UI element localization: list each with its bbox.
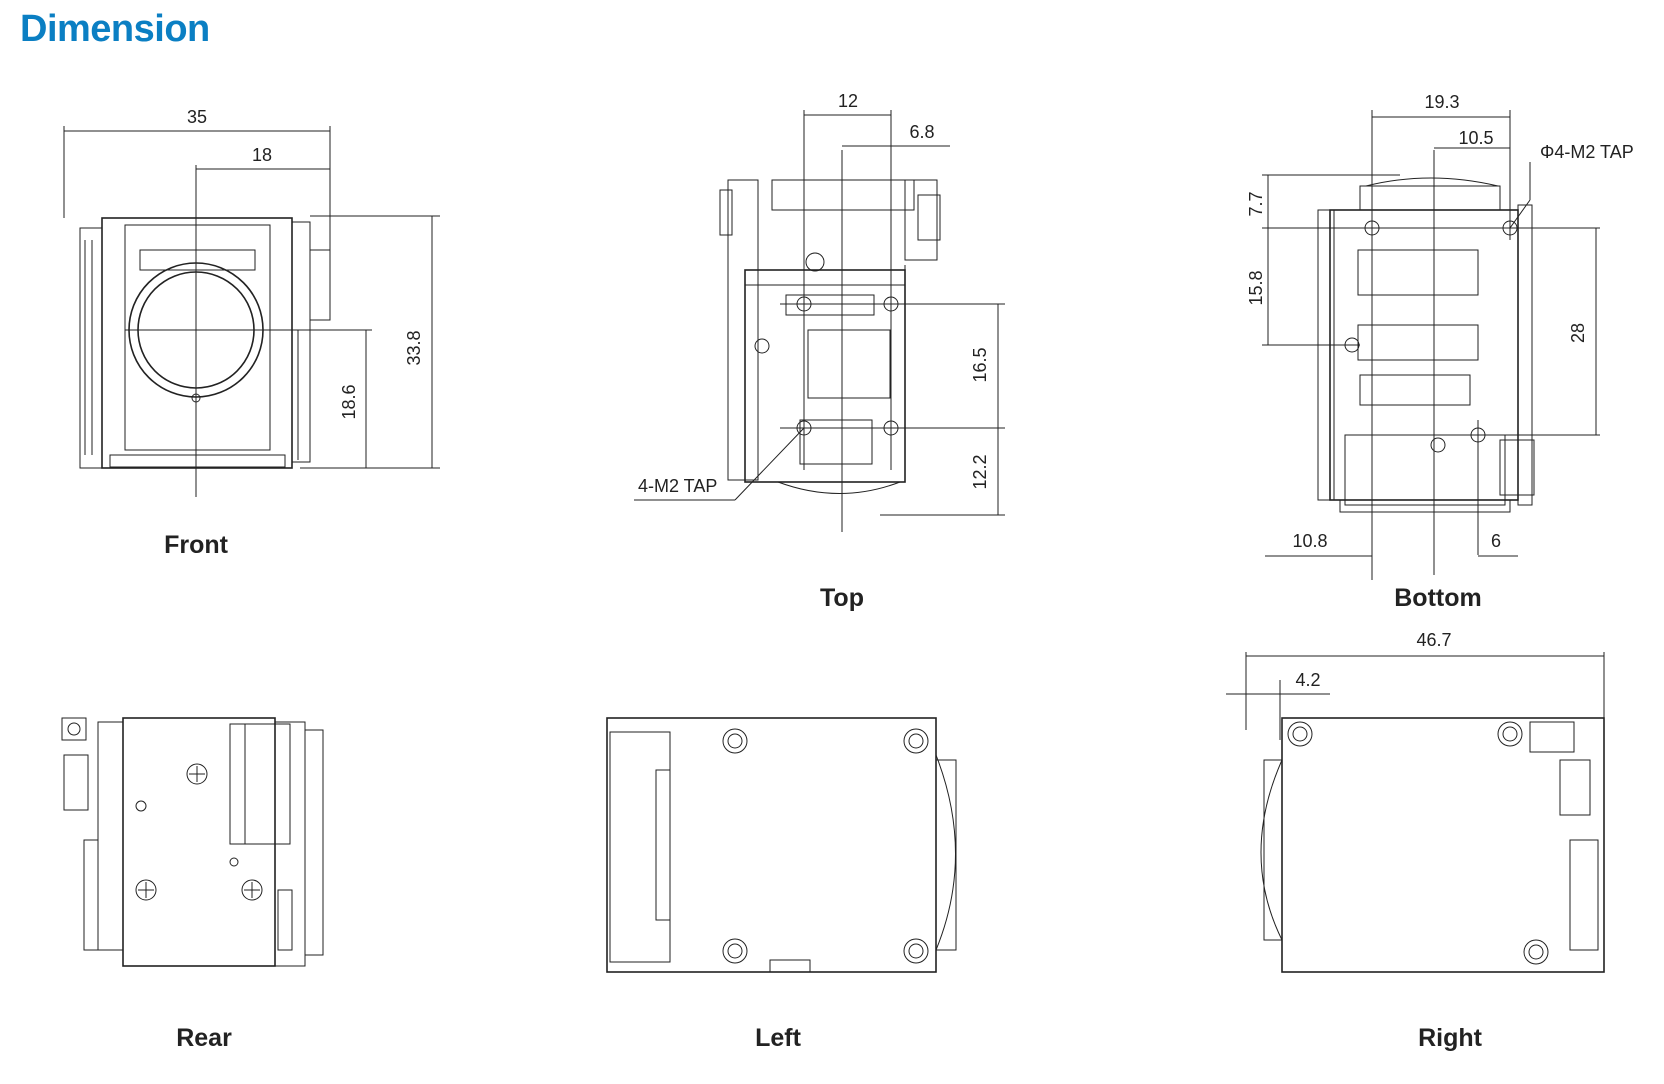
bottom-left-offset-label: 10.8 xyxy=(1292,531,1327,551)
front-axis-height-label: 18.6 xyxy=(339,384,359,419)
bottom-width-label: 19.3 xyxy=(1424,92,1459,112)
top-view: 12 6.8 16.5 12.2 4-M2 TAP Top xyxy=(634,91,1005,612)
front-view: 35 18 33.8 18.6 Front xyxy=(63,107,440,559)
bottom-top-gap-label: 7.7 xyxy=(1246,191,1266,216)
right-offset-label: 4.2 xyxy=(1295,670,1320,690)
top-width-label: 12 xyxy=(838,91,858,111)
left-view: Left xyxy=(606,717,957,1052)
top-base-label: 12.2 xyxy=(970,454,990,489)
bottom-height-label: 28 xyxy=(1568,323,1588,343)
bottom-right-offset-label: 6 xyxy=(1491,531,1501,551)
rear-view-label: Rear xyxy=(176,1024,232,1052)
rear-view: Rear xyxy=(61,717,324,1052)
top-tap-label: 4-M2 TAP xyxy=(638,476,717,496)
front-width-label: 35 xyxy=(187,107,207,127)
right-length-label: 46.7 xyxy=(1416,630,1451,650)
page-title: Dimension xyxy=(20,8,210,50)
bottom-view: 19.3 10.5 Φ4-M2 TAP 7.7 15.8 28 10.8 6 B… xyxy=(1246,92,1634,612)
top-offset-label: 6.8 xyxy=(909,122,934,142)
bottom-offset-label: 10.5 xyxy=(1458,128,1493,148)
top-spacing-label: 16.5 xyxy=(970,347,990,382)
front-height-label: 33.8 xyxy=(404,330,424,365)
right-view-label: Right xyxy=(1418,1024,1483,1052)
bottom-view-label: Bottom xyxy=(1394,584,1481,612)
front-offset-label: 18 xyxy=(252,145,272,165)
left-view-label: Left xyxy=(755,1024,802,1052)
bottom-spacing-label: 15.8 xyxy=(1246,270,1266,305)
front-view-label: Front xyxy=(164,531,229,559)
top-view-label: Top xyxy=(820,584,864,612)
bottom-tap-label: Φ4-M2 TAP xyxy=(1540,142,1634,162)
right-view: 46.7 4.2 Right xyxy=(1226,630,1605,1052)
